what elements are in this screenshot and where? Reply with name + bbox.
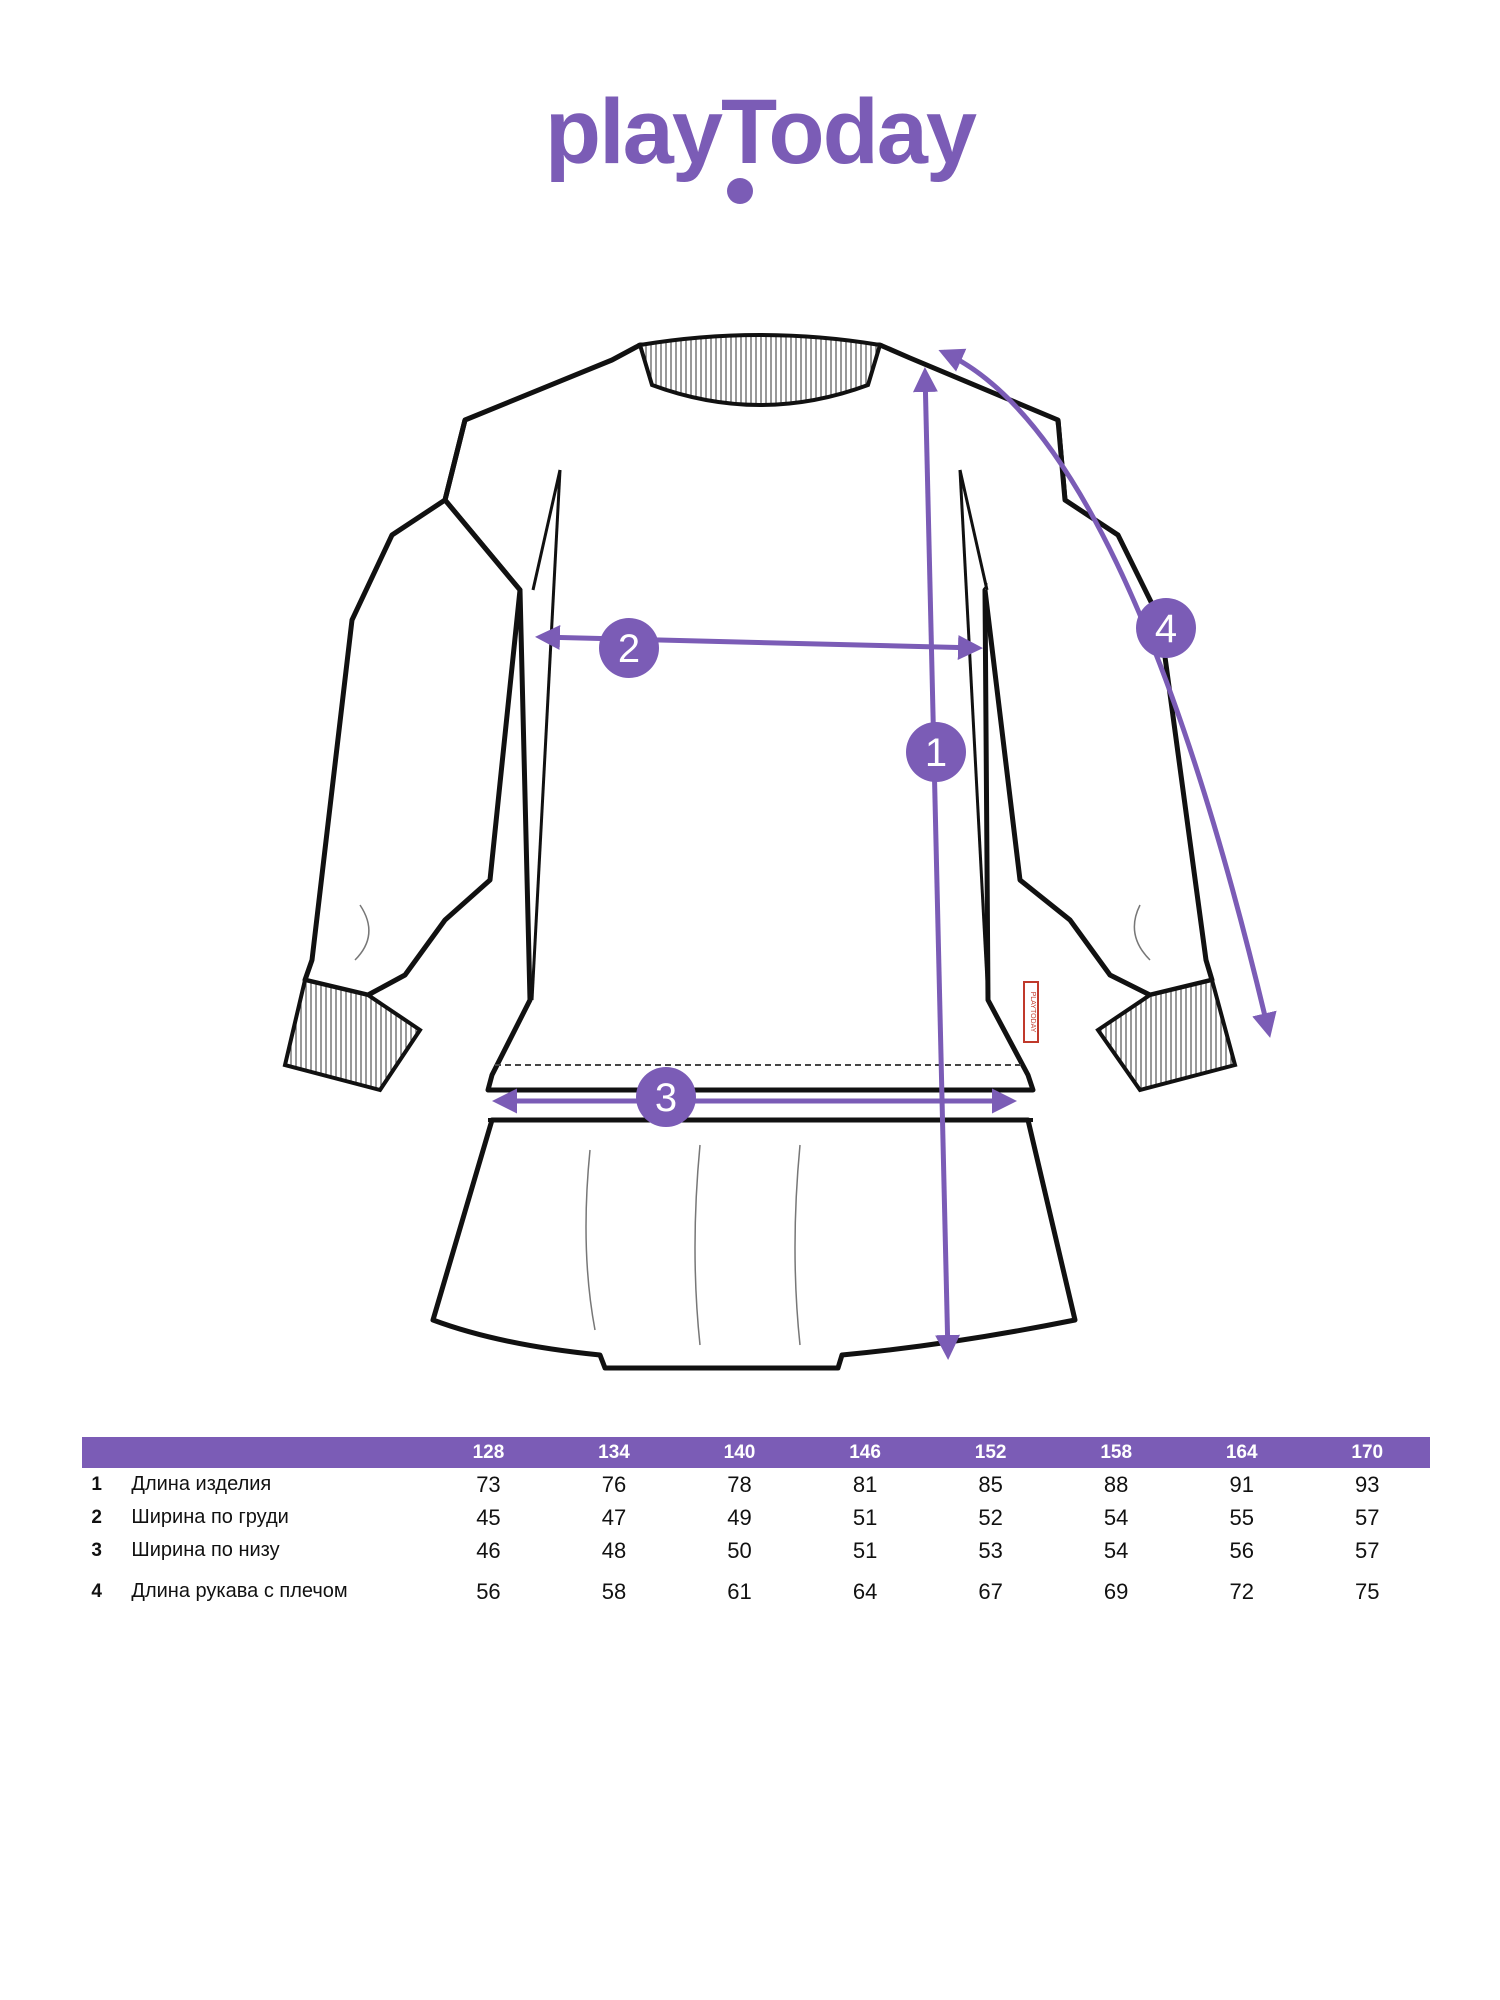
marker-4: 4 (1136, 598, 1196, 658)
table-cell: 56 (1229, 1537, 1254, 1563)
table-cell: 75 (1355, 1578, 1380, 1604)
measure-line-1 (912, 367, 961, 1360)
table-cell: 45 (476, 1504, 501, 1530)
size-134: 134 (598, 1441, 630, 1463)
table-cell: 91 (1229, 1471, 1254, 1497)
left-cuff (282, 977, 423, 1093)
neck-rib (637, 333, 883, 407)
table-cell: 78 (727, 1471, 752, 1497)
marker-2: 2 (599, 618, 659, 678)
size-164: 164 (1225, 1441, 1258, 1463)
row-label: Ширина по груди (131, 1506, 289, 1528)
garment-tag-text: PLAYTODAY (1029, 992, 1036, 1033)
size-table-header: 128 134 140 146 152 158 164 170 (82, 1437, 1430, 1468)
table-cell: 69 (1103, 1578, 1129, 1604)
table-cell: 57 (1355, 1504, 1380, 1530)
table-cell: 52 (978, 1504, 1003, 1530)
size-158: 158 (1100, 1441, 1133, 1463)
table-cell: 56 (476, 1578, 501, 1604)
row-label: Длина изделия (131, 1473, 272, 1495)
row-label: Ширина по низу (131, 1539, 280, 1561)
table-cell: 47 (601, 1504, 627, 1530)
size-146: 146 (849, 1441, 881, 1463)
logo-dot (727, 178, 753, 204)
size-table: 128 134 140 146 152 158 164 170 1 Длина … (82, 1437, 1430, 1608)
table-cell: 64 (852, 1578, 878, 1604)
row-label: Длина рукава с плечом (131, 1580, 348, 1602)
size-128: 128 (472, 1441, 505, 1463)
table-cell: 73 (476, 1471, 501, 1497)
marker-1: 1 (906, 722, 966, 782)
table-cell: 57 (1355, 1537, 1380, 1563)
row-number: 1 (91, 1473, 102, 1495)
logo-text: playToday (545, 95, 977, 183)
marker-3: 3 (636, 1067, 696, 1127)
table-cell: 58 (601, 1578, 627, 1604)
table-cell: 46 (476, 1537, 501, 1563)
table-row: 2 Ширина по груди 45 47 49 51 52 54 55 5… (82, 1501, 1430, 1534)
table-cell: 76 (601, 1471, 627, 1497)
table-cell: 53 (978, 1537, 1003, 1563)
measure-line-4 (938, 348, 1277, 1038)
table-cell: 85 (978, 1471, 1003, 1497)
skirt-outline (430, 1117, 1078, 1371)
table-cell: 93 (1355, 1471, 1380, 1497)
table-cell: 51 (852, 1504, 878, 1530)
table-cell: 50 (727, 1537, 752, 1563)
garment-diagram: PLAYTODAY 1 2 3 4 (282, 333, 1277, 1371)
size-152: 152 (974, 1441, 1007, 1463)
row-number: 4 (91, 1580, 102, 1602)
row-number: 2 (91, 1506, 102, 1528)
playtoday-logo: playToday (545, 95, 979, 204)
row-number: 3 (91, 1539, 102, 1561)
table-cell: 67 (978, 1578, 1003, 1604)
table-cell: 61 (727, 1578, 752, 1604)
garment-outline (302, 342, 1215, 1371)
right-cuff (1095, 977, 1238, 1093)
table-cell: 54 (1103, 1537, 1129, 1563)
table-cell: 88 (1103, 1471, 1129, 1497)
svg-text:4: 4 (1155, 607, 1177, 651)
size-140: 140 (723, 1441, 756, 1463)
table-cell: 48 (601, 1537, 627, 1563)
table-cell: 49 (727, 1504, 752, 1530)
svg-text:2: 2 (618, 627, 640, 671)
table-row: 3 Ширина по низу 46 48 50 51 53 54 56 57 (82, 1534, 1430, 1567)
size-170: 170 (1351, 1441, 1384, 1463)
table-cell: 55 (1229, 1504, 1254, 1530)
table-row: 1 Длина изделия 73 76 78 81 85 88 91 93 (82, 1468, 1430, 1501)
table-cell: 54 (1103, 1504, 1129, 1530)
table-row: 4 Длина рукава с плечом 56 58 61 64 67 6… (82, 1575, 1430, 1608)
table-cell: 72 (1229, 1578, 1254, 1604)
svg-text:3: 3 (655, 1076, 677, 1120)
table-cell: 51 (852, 1537, 878, 1563)
table-cell: 81 (852, 1471, 878, 1497)
svg-text:1: 1 (925, 731, 947, 775)
